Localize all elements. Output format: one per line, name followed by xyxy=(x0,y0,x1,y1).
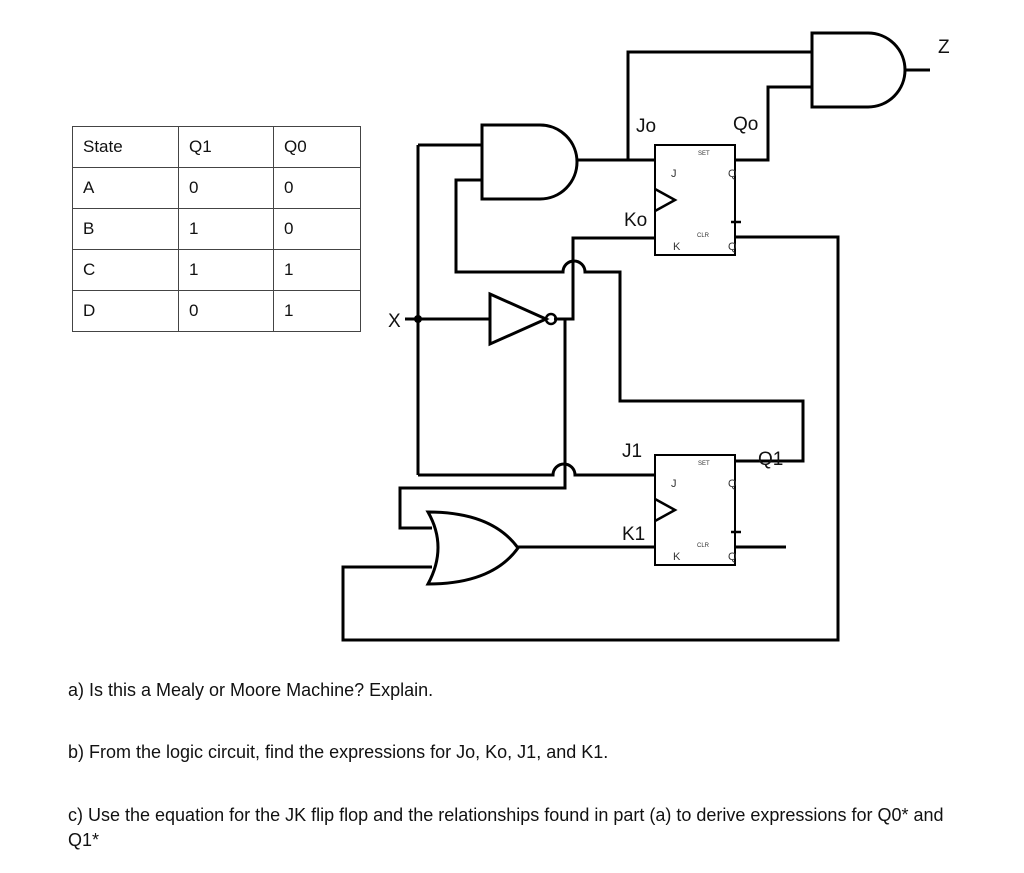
table-cell: D xyxy=(72,290,179,332)
ff0-k-pin: K xyxy=(673,241,681,253)
ff1-q-pin: Q xyxy=(728,478,737,490)
qo-label: Qo xyxy=(733,114,758,135)
table-cell: B xyxy=(72,208,179,250)
j1-label: J1 xyxy=(622,441,642,462)
table-row: D 0 1 xyxy=(72,290,361,332)
ff0-clr-pin: CLR xyxy=(697,233,710,239)
table-header-cell: State xyxy=(72,126,179,168)
ff1-j-pin: J xyxy=(671,478,677,490)
or-gate-icon xyxy=(425,510,520,586)
wires xyxy=(341,50,930,642)
table-cell: 1 xyxy=(178,208,274,250)
table-cell: A xyxy=(72,167,179,209)
ff0-qbar-pin: Q xyxy=(728,241,737,253)
question-a: a) Is this a Mealy or Moore Machine? Exp… xyxy=(68,680,434,700)
ff0-set-pin: SET xyxy=(698,151,710,157)
inverter-bubble-icon xyxy=(544,312,558,326)
table-cell: 1 xyxy=(273,290,361,332)
question-c: c) Use the equation for the JK flip flop… xyxy=(68,805,944,850)
jo-label: Jo xyxy=(636,116,656,137)
question-b: b) From the logic circuit, find the expr… xyxy=(68,742,609,762)
ff1-clr-pin: CLR xyxy=(697,543,710,549)
input-x-label: X xyxy=(388,311,401,332)
table-cell: 0 xyxy=(273,167,361,209)
jk-flipflop-0-box xyxy=(654,144,736,256)
clock-input-icon xyxy=(654,497,678,523)
k1-label: K1 xyxy=(622,524,645,545)
ko-label: Ko xyxy=(624,210,647,231)
ff1-k-pin: K xyxy=(673,551,681,563)
table-row: B 1 0 xyxy=(72,208,361,250)
table-cell: 1 xyxy=(273,249,361,291)
junction-dot xyxy=(414,315,422,323)
table-header-row: State Q1 Q0 xyxy=(72,126,361,168)
ff1-set-pin: SET xyxy=(698,461,710,467)
table-cell: 0 xyxy=(178,290,274,332)
table-cell: 1 xyxy=(178,249,274,291)
jk-flipflop-1-box xyxy=(654,454,736,566)
inverter-gate-icon xyxy=(488,291,550,347)
and-gate-icon xyxy=(480,123,579,201)
ff1-qbar-pin: Q xyxy=(728,551,737,563)
table-cell: 0 xyxy=(273,208,361,250)
output-z-label: Z xyxy=(938,37,950,58)
table-cell: 0 xyxy=(178,167,274,209)
and-gate-output-icon xyxy=(810,31,907,109)
ff0-q-pin: Q xyxy=(728,168,737,180)
clock-input-icon xyxy=(654,187,678,213)
q1-label: Q1 xyxy=(758,449,783,470)
state-table: State Q1 Q0 A 0 0 B 1 0 C 1 1 D 0 1 xyxy=(72,126,361,332)
table-header-cell: Q1 xyxy=(178,126,274,168)
ff0-j-pin: J xyxy=(671,168,677,180)
table-row: A 0 0 xyxy=(72,167,361,209)
